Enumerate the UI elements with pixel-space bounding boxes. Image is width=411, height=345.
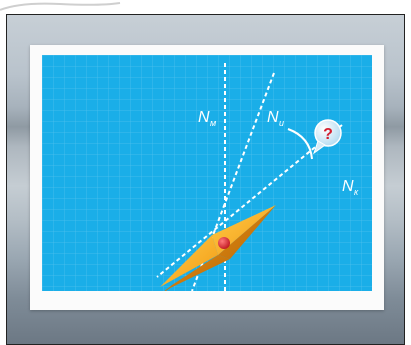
svg-text:N: N bbox=[198, 109, 210, 126]
svg-text:м: м bbox=[210, 118, 216, 128]
svg-text:N: N bbox=[267, 109, 279, 126]
compass-diagram: ? N м N и N к bbox=[42, 55, 372, 291]
diagram-card: ? N м N и N к bbox=[30, 45, 384, 310]
top-strip bbox=[0, 0, 411, 14]
svg-text:и: и bbox=[279, 118, 284, 128]
pivot-icon bbox=[218, 237, 230, 249]
photo-frame: ? N м N и N к bbox=[6, 14, 405, 345]
svg-text:N: N bbox=[342, 178, 354, 195]
question-mark: ? bbox=[323, 126, 333, 143]
